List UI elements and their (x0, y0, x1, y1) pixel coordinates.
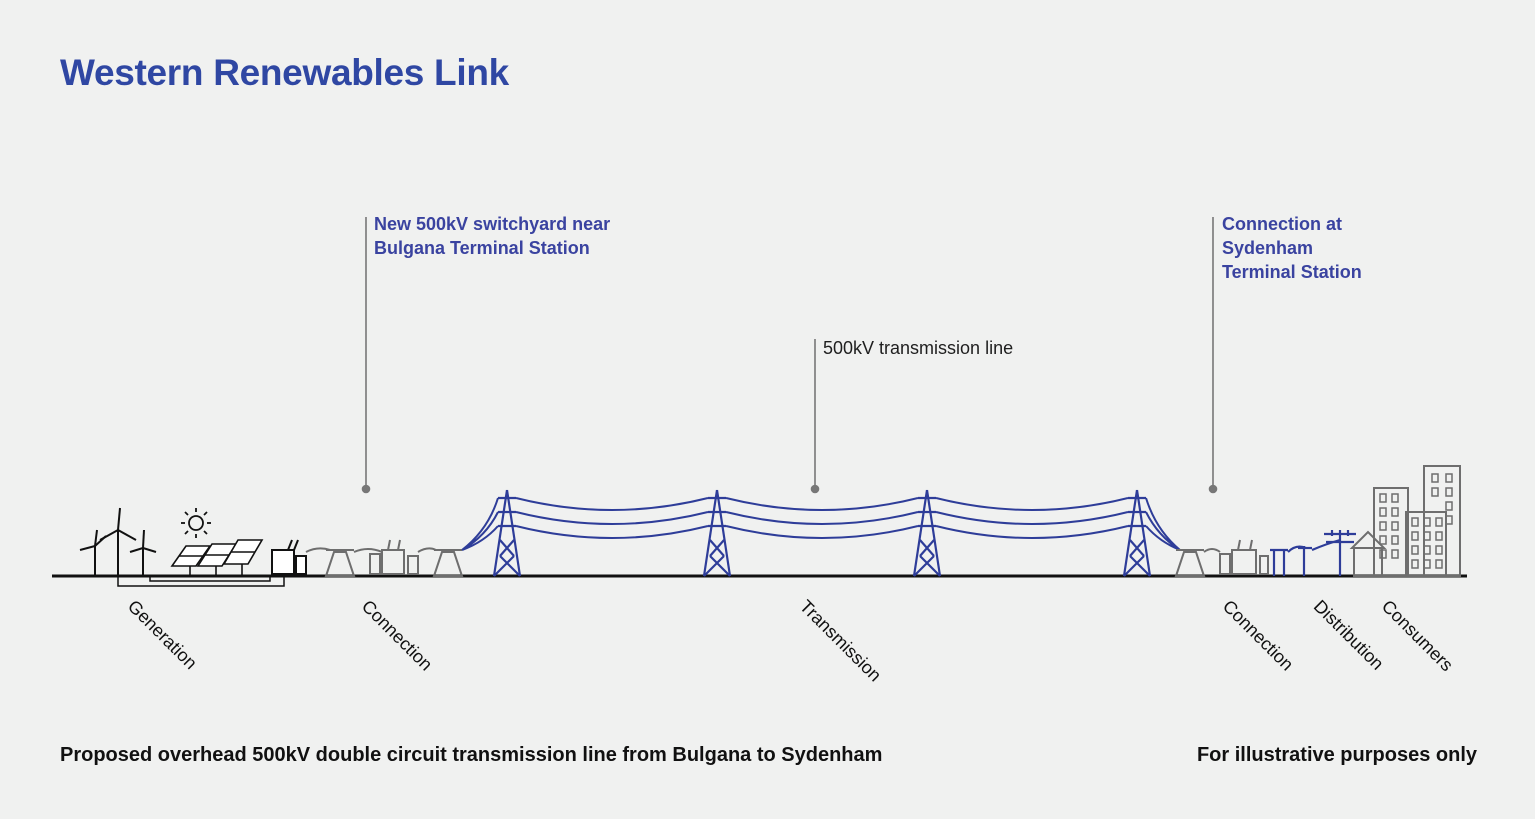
transmission-tower-3 (912, 489, 942, 577)
switchyard-leader-dot (361, 484, 371, 494)
building-icon (1373, 465, 1461, 577)
transmission-tower-4 (1122, 489, 1152, 577)
left-switchyard (305, 539, 464, 577)
wind-turbine-icon (79, 507, 157, 576)
sydenham-callout-line-2: Sydenham (1222, 238, 1314, 258)
right-switchyard (1174, 539, 1269, 577)
transmission-tower-1 (492, 489, 522, 577)
sydenham-callout: Connection at Sydenham Terminal Station (1222, 212, 1362, 284)
page-title: Western Renewables Link (60, 52, 509, 93)
switchyard-callout-line-1: New 500kV switchyard near (374, 214, 611, 234)
house-icon (1349, 530, 1387, 577)
solar-panel-icon (170, 539, 264, 576)
consumer-buildings (1349, 465, 1461, 577)
switchyard-callout-line-2: Bulgana Terminal Station (374, 238, 590, 258)
sydenham-callout-line-1: Connection at (1222, 214, 1342, 234)
footer-disclaimer: For illustrative purposes only (1196, 744, 1477, 766)
switchyard-callout: New 500kV switchyard near Bulgana Termin… (374, 212, 610, 260)
transmission-line-callout: 500kV transmission line (823, 338, 1014, 358)
distribution-poles (1270, 530, 1356, 576)
sydenham-callout-line-3: Terminal Station (1222, 262, 1362, 282)
transmission-tower-2 (702, 489, 732, 577)
sun-icon (181, 508, 211, 538)
transmission-towers (461, 489, 1181, 577)
generation-cable (117, 576, 285, 587)
footer-description: Proposed overhead 500kV double circuit t… (60, 744, 883, 766)
transformer-icon (271, 539, 307, 575)
conductor-lines (461, 497, 1181, 551)
transmission-leader-dot (810, 484, 820, 494)
sydenham-leader-dot (1208, 484, 1218, 494)
